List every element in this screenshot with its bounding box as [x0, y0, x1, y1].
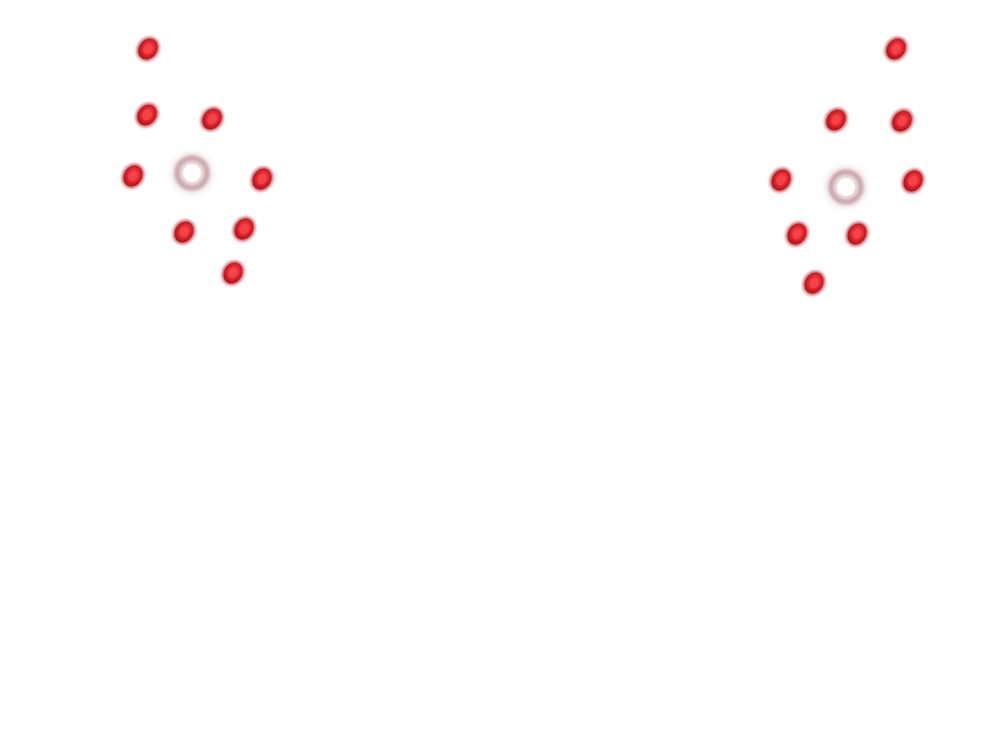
- left-dot: [136, 36, 160, 62]
- left-dot: [221, 260, 245, 286]
- right-center-ring: [826, 167, 866, 207]
- right-group: [769, 36, 925, 296]
- left-group: [121, 36, 274, 286]
- left-dot: [250, 166, 274, 192]
- left-dot: [135, 102, 159, 128]
- right-dot: [845, 221, 869, 247]
- right-dot: [824, 107, 848, 133]
- left-dot: [121, 163, 145, 189]
- right-dot: [901, 168, 925, 194]
- left-dot: [232, 216, 256, 242]
- right-dot: [884, 36, 908, 62]
- right-dot: [890, 108, 914, 134]
- left-dot: [200, 106, 224, 132]
- right-dot: [785, 221, 809, 247]
- left-center-ring: [172, 153, 212, 193]
- left-dot: [172, 219, 196, 245]
- right-dot: [802, 270, 826, 296]
- right-dot: [769, 167, 793, 193]
